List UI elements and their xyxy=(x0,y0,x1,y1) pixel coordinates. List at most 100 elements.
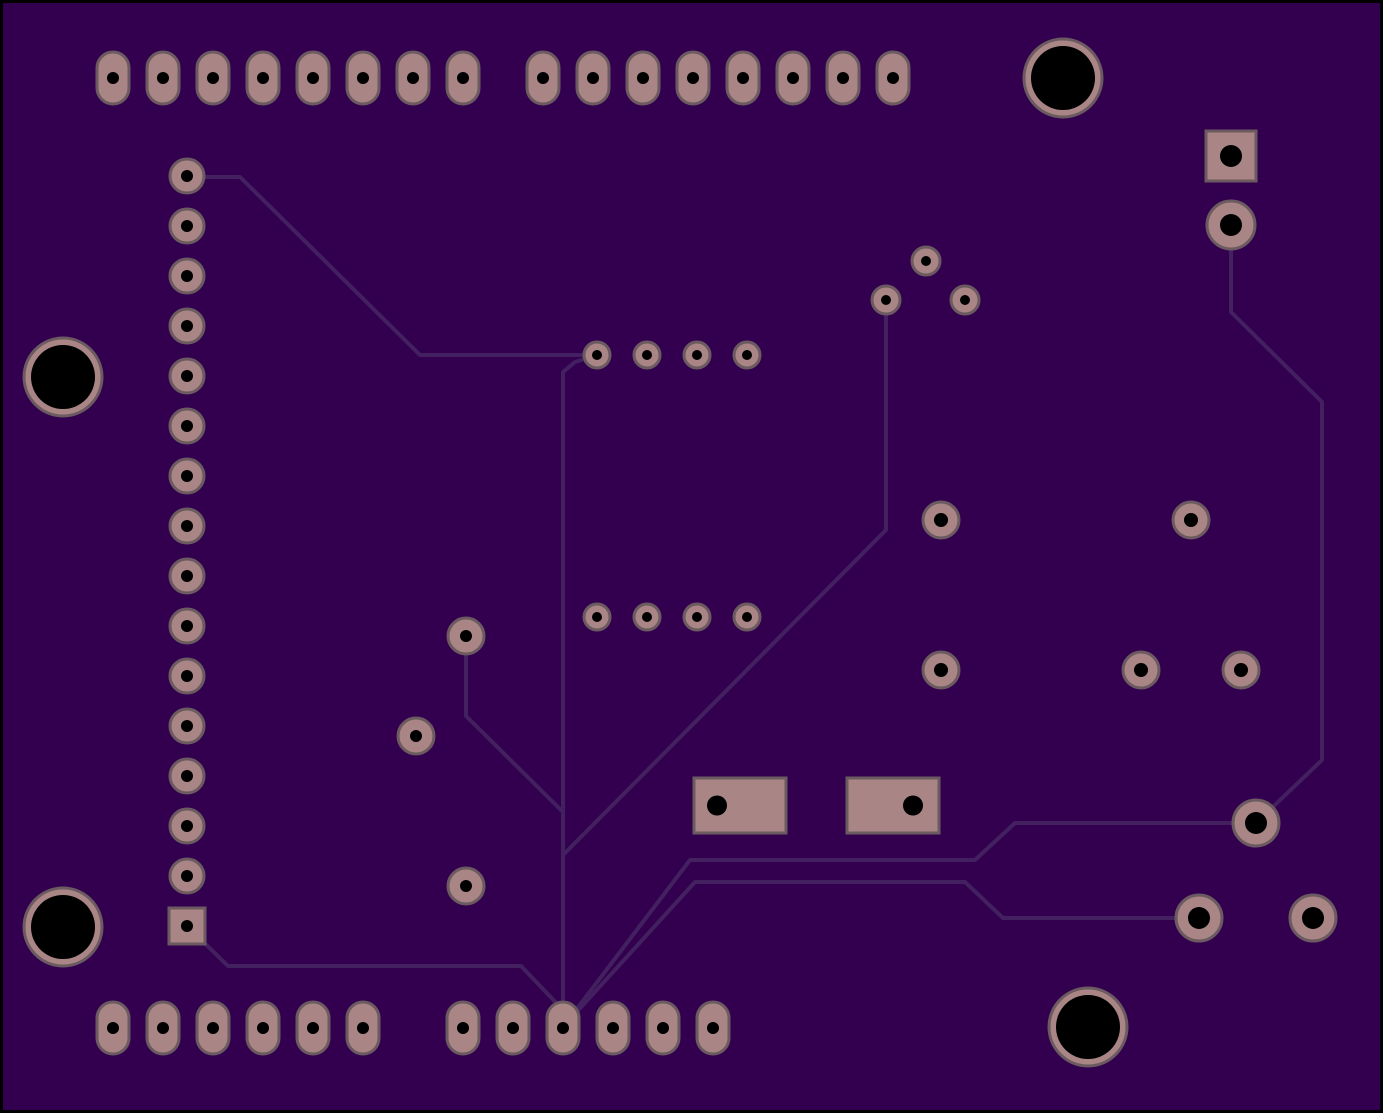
round-pad xyxy=(1171,500,1211,540)
drill-hole xyxy=(410,730,422,742)
oval-pad xyxy=(245,50,281,106)
drill-hole xyxy=(837,72,849,84)
drill-hole xyxy=(934,513,948,527)
drill-hole xyxy=(707,1022,719,1034)
drill-hole xyxy=(1302,907,1324,929)
oval-pad xyxy=(445,50,481,106)
drill-hole xyxy=(257,72,269,84)
mounting-hole xyxy=(1022,37,1104,119)
drill-hole xyxy=(1056,995,1120,1059)
round-pad xyxy=(168,807,206,845)
drill-hole xyxy=(181,670,193,682)
drill-hole xyxy=(181,270,193,282)
round-pad xyxy=(168,557,206,595)
drill-hole xyxy=(657,1022,669,1034)
drill-hole xyxy=(357,1022,369,1034)
drill-hole xyxy=(357,72,369,84)
drill-hole xyxy=(887,72,899,84)
round-pad xyxy=(682,602,712,632)
oval-pad xyxy=(825,50,861,106)
round-pad xyxy=(168,707,206,745)
drill-hole xyxy=(642,350,652,360)
drill-hole xyxy=(181,520,193,532)
round-pad xyxy=(1205,199,1257,251)
rect-pad-copper xyxy=(845,776,941,835)
round-pad xyxy=(168,407,206,445)
oval-pad xyxy=(495,1000,531,1056)
oval-pad xyxy=(95,1000,131,1056)
drill-hole xyxy=(737,72,749,84)
drill-hole xyxy=(31,345,95,409)
oval-pad xyxy=(875,50,911,106)
round-pad xyxy=(168,307,206,345)
oval-pad xyxy=(295,1000,331,1056)
oval-pad xyxy=(195,50,231,106)
oval-pad xyxy=(145,1000,181,1056)
oval-pad xyxy=(545,1000,581,1056)
oval-pad xyxy=(675,50,711,106)
oval-pad xyxy=(575,50,611,106)
drill-hole xyxy=(687,72,699,84)
drill-hole xyxy=(407,72,419,84)
oval-pad xyxy=(695,1000,731,1056)
oval-pad xyxy=(775,50,811,106)
drill-hole xyxy=(881,295,891,305)
drill-hole xyxy=(181,220,193,232)
oval-pad xyxy=(345,1000,381,1056)
square-pad-copper xyxy=(167,906,207,946)
round-pad xyxy=(870,284,902,316)
drill-hole xyxy=(181,770,193,782)
drill-hole xyxy=(592,350,602,360)
round-pad xyxy=(396,716,436,756)
drill-hole xyxy=(181,620,193,632)
rect-pad-copper xyxy=(692,776,788,835)
drill-hole xyxy=(207,1022,219,1034)
drill-hole xyxy=(607,1022,619,1034)
rect-smd-pad xyxy=(692,776,788,835)
copper-trace xyxy=(185,924,565,1012)
round-pad xyxy=(168,257,206,295)
round-pad xyxy=(1221,650,1261,690)
drill-hole xyxy=(457,72,469,84)
drill-hole xyxy=(934,663,948,677)
mounting-hole xyxy=(1047,986,1129,1068)
drill-hole xyxy=(921,256,931,266)
drill-hole xyxy=(1134,663,1148,677)
round-pad xyxy=(732,340,762,370)
drill-hole xyxy=(31,895,95,959)
round-pad xyxy=(582,602,612,632)
drill-hole xyxy=(107,1022,119,1034)
drill-hole xyxy=(157,72,169,84)
drill-hole xyxy=(587,72,599,84)
drill-hole xyxy=(181,320,193,332)
oval-pad xyxy=(395,50,431,106)
copper-trace xyxy=(561,821,1258,1029)
drill-hole xyxy=(787,72,799,84)
round-pad xyxy=(168,507,206,545)
oval-pad xyxy=(195,1000,231,1056)
oval-pad xyxy=(145,50,181,106)
round-pad xyxy=(1231,798,1281,848)
square-pad xyxy=(167,906,207,946)
round-pad xyxy=(921,650,961,690)
oval-pad xyxy=(95,50,131,106)
drill-hole xyxy=(460,630,472,642)
oval-pad xyxy=(245,1000,281,1056)
drill-hole xyxy=(592,612,602,622)
drill-hole xyxy=(557,1022,569,1034)
drill-hole xyxy=(1031,46,1095,110)
drill-hole xyxy=(1188,907,1210,929)
drill-hole xyxy=(307,72,319,84)
round-pad xyxy=(682,340,712,370)
drill-hole xyxy=(1220,214,1242,236)
drill-hole xyxy=(307,1022,319,1034)
round-pad xyxy=(632,602,662,632)
drill-hole xyxy=(257,1022,269,1034)
square-pad xyxy=(1204,129,1258,183)
round-pad xyxy=(1174,893,1224,943)
oval-pad xyxy=(295,50,331,106)
drill-hole xyxy=(960,295,970,305)
round-pad xyxy=(168,457,206,495)
drill-hole xyxy=(181,820,193,832)
